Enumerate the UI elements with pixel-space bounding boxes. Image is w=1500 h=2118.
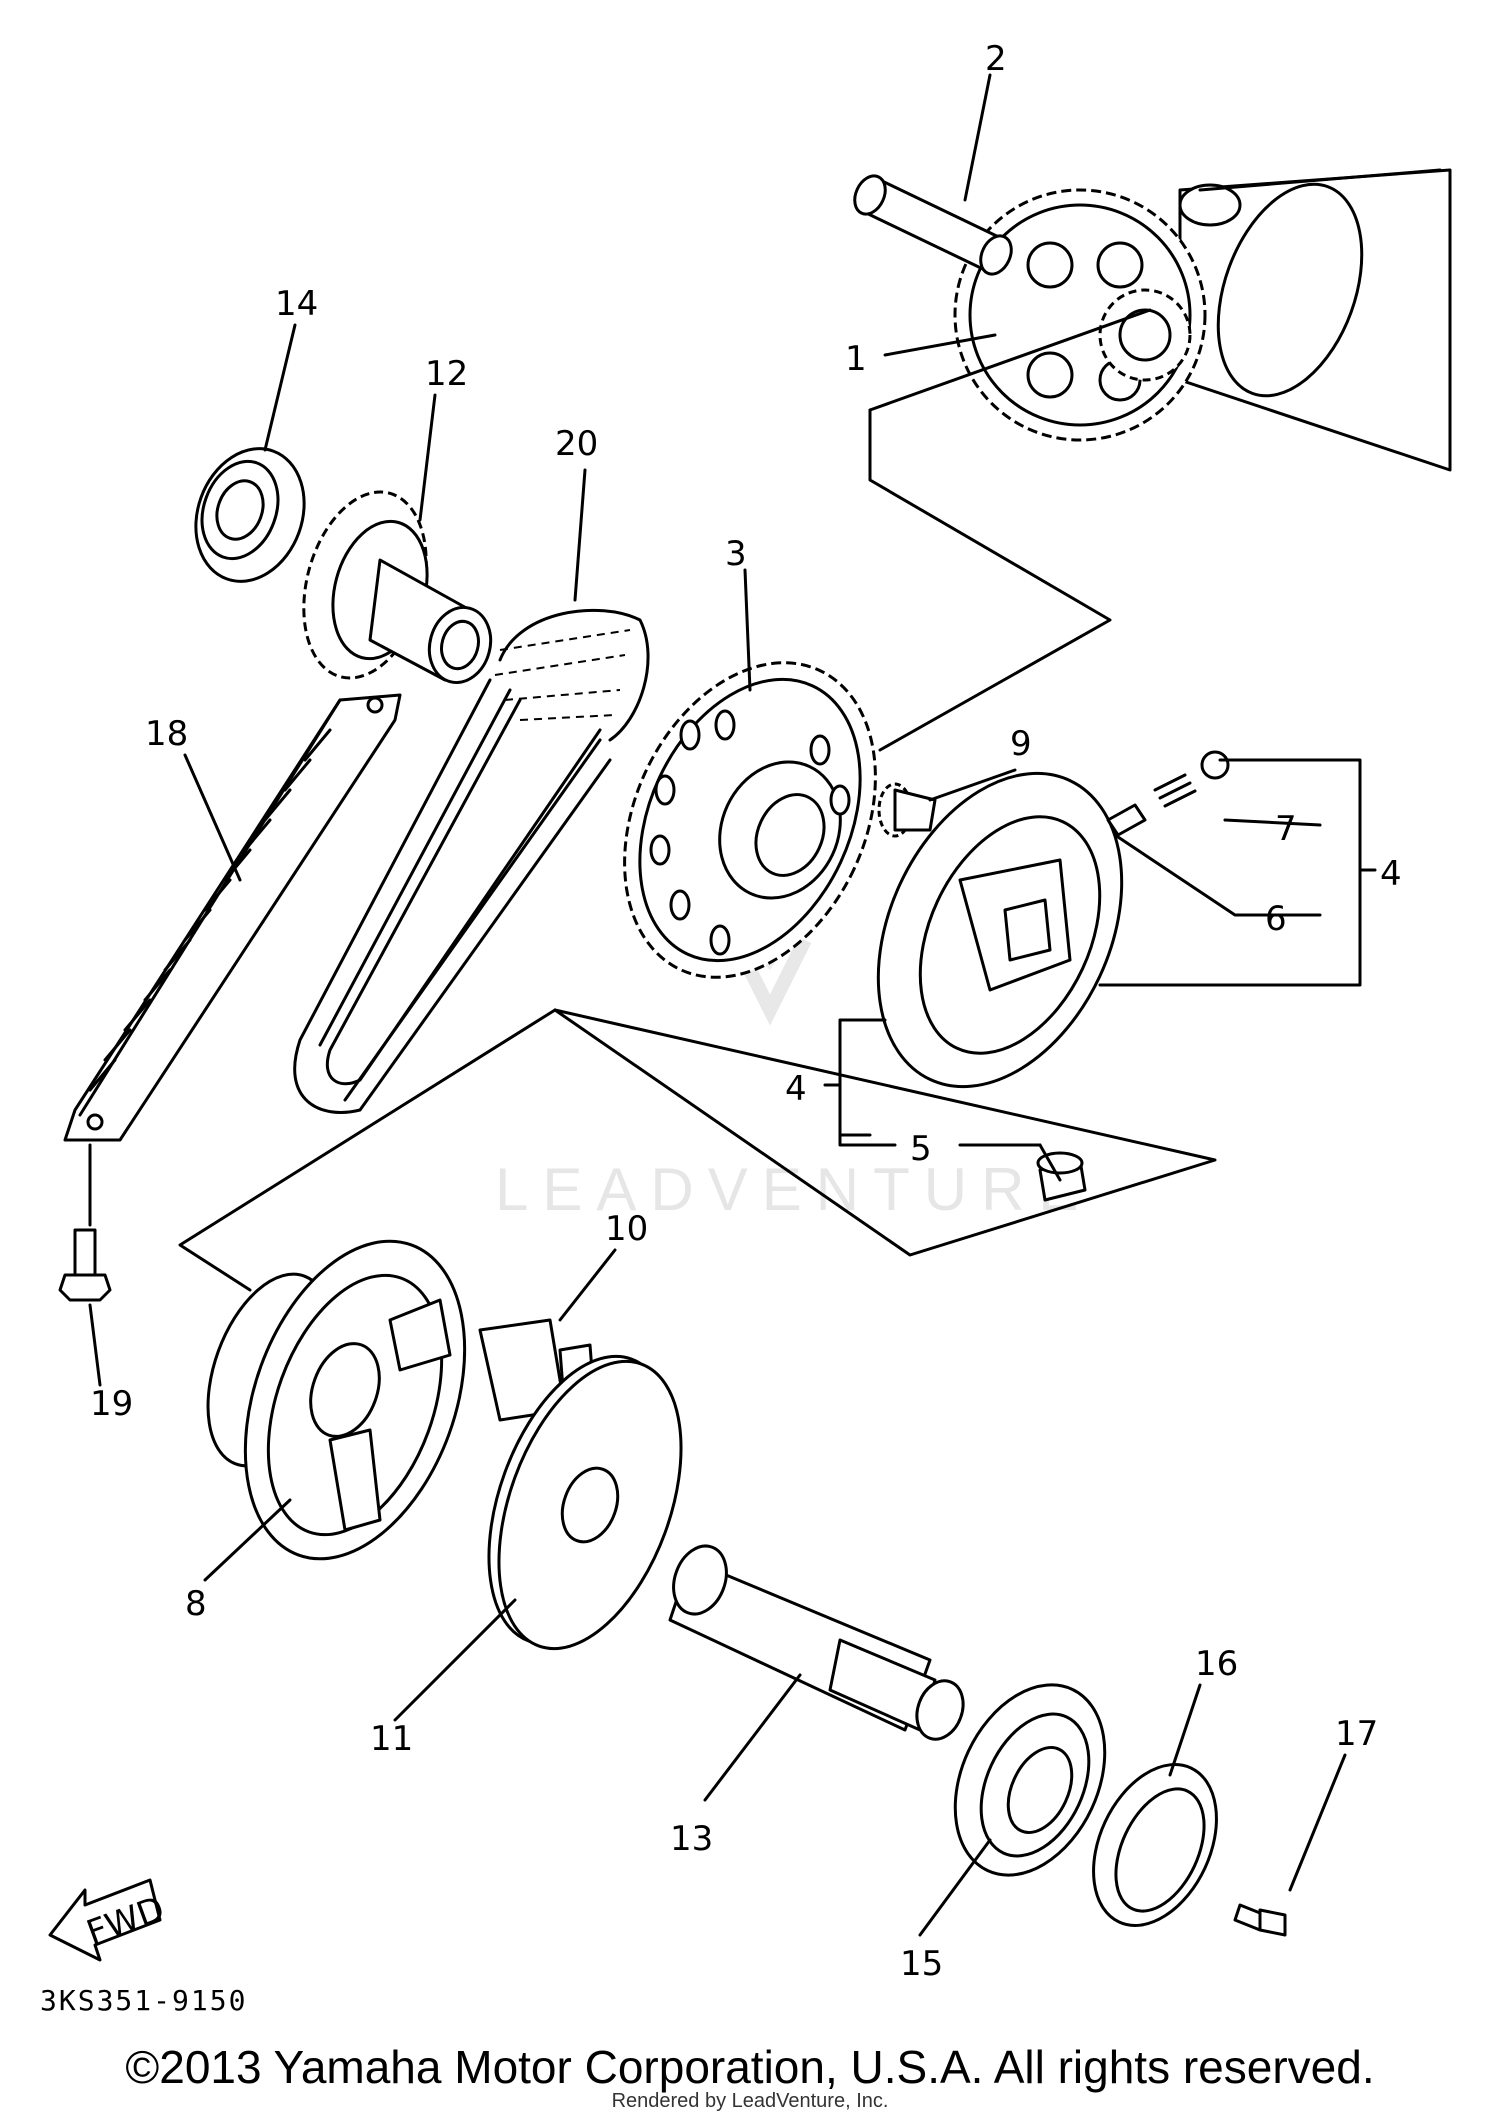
part-7-spring-cap: [1153, 750, 1230, 808]
callout-16: 16: [1195, 1644, 1238, 1684]
callout-numbers: 2 1 14 12 20 3 9 7 4 6 18 4 5 10 19 8 11…: [90, 39, 1402, 1984]
callout-4: 4: [1380, 854, 1402, 894]
callout-11: 11: [370, 1719, 413, 1759]
watermark-text: LEADVENTURE: [495, 1156, 1092, 1223]
part-13-shaft: [668, 1544, 965, 1741]
leader-lines: [88, 73, 1347, 1937]
callout-19: 19: [90, 1384, 133, 1424]
part-9-small-gear: [877, 782, 937, 838]
part-11-plate: [487, 1354, 683, 1651]
part-12-gear-sleeve: [302, 490, 493, 685]
callout-5: 5: [910, 1129, 932, 1169]
callout-3: 3: [725, 534, 747, 574]
callout-13: 13: [670, 1819, 713, 1859]
reference-lines: [178, 308, 1377, 1292]
callout-12: 12: [425, 354, 468, 394]
callout-2: 2: [985, 39, 1007, 79]
part-5-roller: [1036, 1151, 1087, 1202]
part-16-retainer: [1092, 1763, 1218, 1927]
part-6-plunger: [1106, 803, 1147, 837]
part-18-chain-guide: [63, 693, 402, 1142]
part-17-screw: [1233, 1903, 1287, 1937]
callout-10: 10: [605, 1209, 648, 1249]
part-1-gear: [953, 168, 1452, 472]
callout-6: 6: [1265, 899, 1287, 939]
callout-7: 7: [1275, 809, 1297, 849]
part-14-bearing: [194, 447, 306, 583]
callout-1: 1: [845, 339, 867, 379]
part-15-bearing: [953, 1683, 1107, 1877]
rendered-by-notice: Rendered by LeadVenture, Inc.: [611, 2090, 889, 2112]
callout-15: 15: [900, 1944, 943, 1984]
callout-18: 18: [145, 714, 188, 754]
callout-14: 14: [275, 284, 318, 324]
callout-4b: 4: [785, 1069, 807, 1109]
callout-9: 9: [1010, 724, 1032, 764]
callout-8: 8: [185, 1584, 207, 1624]
part-20-chain: [293, 608, 650, 1114]
callout-20: 20: [555, 424, 598, 464]
diagram-code: 3KS351-9150: [40, 1984, 247, 2017]
part-3-large-gear: [623, 661, 877, 979]
part-19-bolt: [58, 1228, 112, 1302]
part-4-starter-clutch: [876, 771, 1124, 1089]
part-8-housing: [206, 1239, 467, 1561]
fwd-arrow: FWD: [48, 1878, 170, 1962]
copyright-notice: ©2013 Yamaha Motor Corporation, U.S.A. A…: [125, 2041, 1375, 2093]
callout-17: 17: [1335, 1714, 1378, 1754]
part-2-pin: [853, 174, 1013, 276]
